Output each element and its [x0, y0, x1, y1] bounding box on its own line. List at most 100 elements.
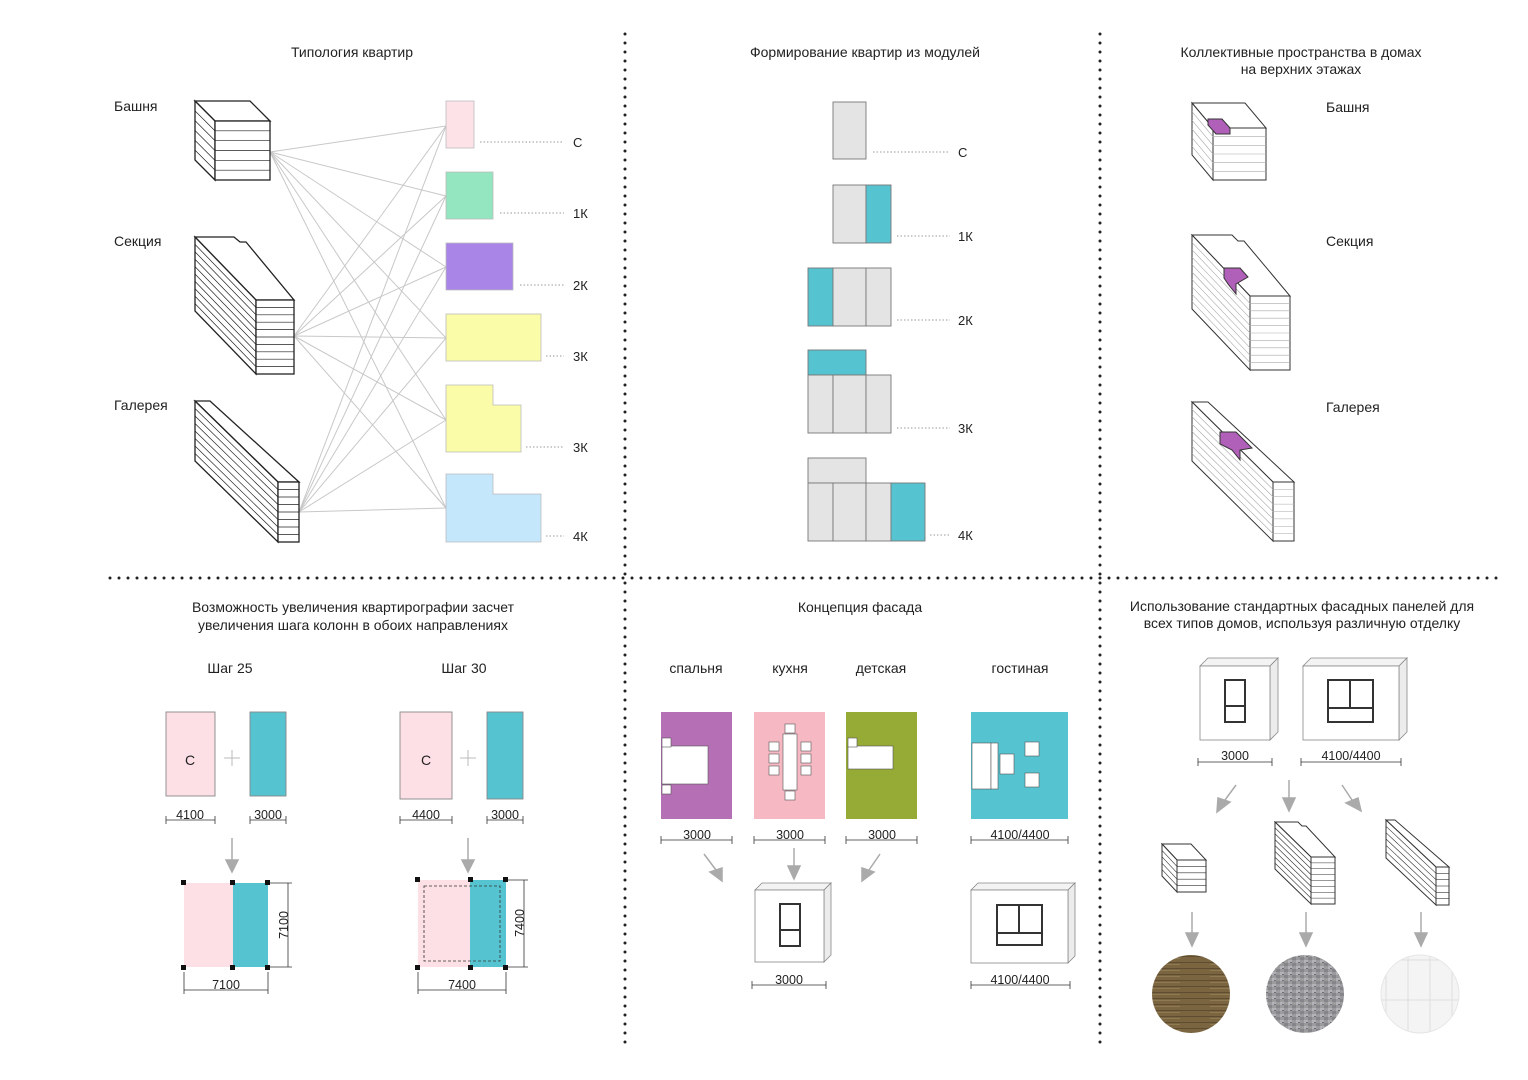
divider-dot — [623, 797, 627, 801]
divider-dot — [1044, 576, 1048, 580]
standard-panels-panel: Использование стандартных фасадных панел… — [1130, 598, 1474, 1034]
floor-line — [194, 430, 279, 513]
window-icon — [1224, 679, 1246, 723]
step25-module-accent — [249, 711, 287, 797]
divider-dot — [1098, 635, 1102, 639]
connection-line — [293, 125, 447, 337]
divider-dot — [623, 482, 627, 486]
floor-line — [1191, 423, 1274, 505]
divider-dot — [774, 576, 778, 580]
divider-dot — [882, 576, 886, 580]
divider-dot — [623, 563, 627, 567]
divider-dot — [623, 545, 627, 549]
step30-result-height: 7400 — [513, 909, 527, 937]
divider-dot — [1098, 833, 1102, 837]
divider-dot — [1098, 212, 1102, 216]
module-leaders — [873, 151, 950, 536]
divider-dot — [828, 576, 832, 580]
divider-dot — [1035, 576, 1039, 580]
floor-line — [194, 445, 279, 528]
divider-dot — [909, 576, 913, 580]
divider-dot — [1404, 576, 1408, 580]
connection-line — [298, 266, 447, 513]
divider-dot — [1098, 194, 1102, 198]
divider-dot — [927, 576, 931, 580]
room-label-kids: детская — [856, 660, 907, 676]
floor-line — [1191, 446, 1274, 527]
divider-dot — [972, 576, 976, 580]
floor-line — [1274, 839, 1312, 875]
divider-dot — [414, 576, 418, 580]
divider-dot — [1098, 77, 1102, 81]
divider-dot — [1098, 851, 1102, 855]
enlarged-grid-outline — [423, 885, 501, 962]
facade-panel-small — [754, 882, 832, 963]
divider-dot — [216, 576, 220, 580]
divider-dot — [623, 707, 627, 711]
divider-dot — [729, 576, 733, 580]
divider-dot — [1458, 576, 1462, 580]
divider-dot — [623, 617, 627, 621]
divider-dot — [1053, 576, 1057, 580]
floor-line — [1385, 826, 1437, 874]
divider-dot — [387, 576, 391, 580]
divider-dot — [623, 77, 627, 81]
module-1k-accent — [865, 184, 892, 244]
divider-dot — [1098, 59, 1102, 63]
divider-dot — [720, 576, 724, 580]
divider-dot — [1098, 644, 1102, 648]
divider-dot — [576, 576, 580, 580]
divider-dot — [623, 716, 627, 720]
divider-dot — [623, 149, 627, 153]
sofa-icon — [971, 741, 1040, 790]
divider-dot — [1098, 257, 1102, 261]
divider-dot — [1098, 581, 1102, 585]
divider-dot — [1098, 545, 1102, 549]
divider-dot — [1098, 608, 1102, 612]
divider-dot — [1098, 158, 1102, 162]
step25-dim-a: 4100 — [176, 808, 204, 822]
collective-space-marker — [1219, 431, 1254, 462]
divider-dot — [623, 365, 627, 369]
mini-gallery-icon — [1384, 818, 1451, 907]
divider-dot — [1413, 576, 1417, 580]
divider-dot — [243, 576, 247, 580]
divider-dot — [623, 536, 627, 540]
divider-dot — [1098, 230, 1102, 234]
divider-dot — [1107, 576, 1111, 580]
divider-dot — [1098, 509, 1102, 513]
divider-dot — [1098, 779, 1102, 783]
two-room-plan — [445, 242, 514, 291]
divider-dot — [623, 374, 627, 378]
divider-dot — [623, 266, 627, 270]
step30-dim-a: 4400 — [412, 808, 440, 822]
divider-dot — [1098, 959, 1102, 963]
divider-dot — [297, 576, 301, 580]
window-icon — [779, 903, 801, 947]
divider-dot — [1071, 576, 1075, 580]
stone-finish-swatch — [1266, 955, 1344, 1033]
divider-dot — [171, 576, 175, 580]
divider-dot — [1098, 446, 1102, 450]
divider-dot — [1233, 576, 1237, 580]
divider-dot — [1098, 248, 1102, 252]
divider-dot — [1089, 576, 1093, 580]
one-room-plan — [445, 171, 494, 220]
floor-line — [1161, 850, 1178, 867]
divider-dot — [1098, 653, 1102, 657]
divider-dot — [1098, 338, 1102, 342]
divider-dot — [1098, 437, 1102, 441]
divider-dot — [623, 977, 627, 981]
floor-line — [1191, 242, 1251, 304]
collective-panel: Коллективные пространства в домах на вер… — [1180, 44, 1422, 543]
divider-dot — [623, 230, 627, 234]
divider-dot — [675, 576, 679, 580]
divider-dot — [623, 410, 627, 414]
divider-dot — [623, 212, 627, 216]
divider-dot — [1377, 576, 1381, 580]
divider-dot — [1098, 185, 1102, 189]
divider-dot — [306, 576, 310, 580]
double-window-icon — [996, 904, 1043, 946]
typology-title: Типология квартир — [291, 44, 413, 60]
divider-dot — [623, 392, 627, 396]
